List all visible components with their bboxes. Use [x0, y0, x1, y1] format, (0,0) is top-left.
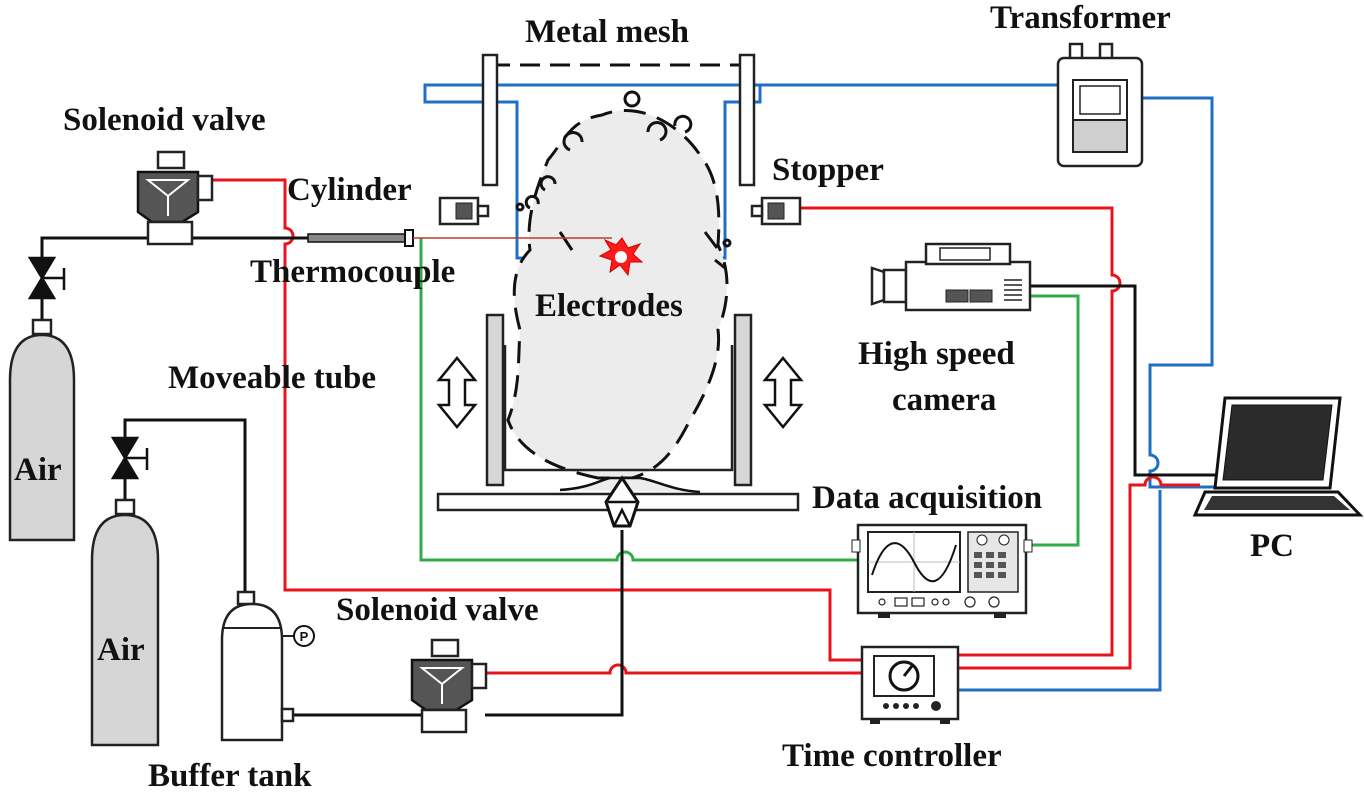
solenoid-valve-bottom-device	[410, 638, 488, 734]
tube-wall-right	[733, 313, 753, 487]
label-stopper: Stopper	[772, 152, 884, 188]
buffer-tank-device: P	[220, 590, 315, 742]
pressure-gauge-icon	[293, 625, 315, 647]
label-time-controller: Time controller	[782, 738, 1002, 774]
metal-mesh-frame	[481, 53, 756, 187]
wire-stopper	[800, 206, 1122, 657]
label-moveable-tube: Moveable tube	[168, 360, 376, 396]
double-arrow-right-icon	[762, 356, 804, 429]
flame-plume-base	[559, 476, 701, 494]
pressure-gauge-label: P	[300, 629, 309, 644]
pipe-camera-pc	[1030, 284, 1215, 477]
double-arrow-left-icon	[436, 356, 478, 429]
label-metal-mesh: Metal mesh	[525, 14, 689, 50]
valve-1-icon	[27, 256, 66, 300]
green-wires	[419, 238, 1080, 562]
label-electrodes: Electrodes	[535, 288, 683, 324]
label-thermocouple: Thermocouple	[250, 254, 455, 290]
wire-camera-daq	[1025, 294, 1080, 547]
tube-wall-left	[485, 313, 505, 487]
cylinder-device	[438, 196, 490, 226]
wire-valve-bottom	[485, 663, 862, 675]
spark-icon	[598, 237, 644, 277]
high-speed-camera-device	[870, 242, 1032, 312]
burner-nozzle	[604, 475, 640, 528]
flame-bubbles	[515, 90, 732, 270]
tube-inner	[503, 345, 734, 472]
air-bottle-2	[90, 436, 160, 747]
air-bottle-1	[8, 256, 76, 542]
label-high-speed-camera-2: camera	[892, 382, 996, 418]
pipe-valve-nozzle	[485, 530, 624, 717]
wire-transformer-pc	[1142, 96, 1225, 489]
wire-timecontroller-pc	[958, 490, 1162, 692]
time-controller-device	[860, 645, 960, 724]
mesh-post-right	[738, 53, 756, 187]
label-solenoid-valve-bottom: Solenoid valve	[336, 592, 539, 628]
transformer-device	[1056, 42, 1144, 168]
data-acquisition-device	[851, 523, 1033, 618]
label-buffer-tank: Buffer tank	[148, 758, 312, 792]
mesh-post-left	[481, 53, 499, 187]
label-cylinder: Cylinder	[287, 172, 412, 208]
pipe-air-valve	[40, 236, 308, 330]
label-high-speed-camera-1: High speed	[858, 336, 1015, 372]
label-pc: PC	[1250, 528, 1294, 564]
pc-laptop-device	[1192, 396, 1364, 517]
flame-cloud	[506, 109, 729, 480]
solenoid-valve-top-device	[136, 150, 214, 246]
valve-2-icon	[110, 436, 149, 480]
label-transformer: Transformer	[990, 0, 1171, 36]
label-data-acquisition: Data acquisition	[812, 480, 1042, 516]
wire-tc-pc	[958, 475, 1200, 670]
label-air-2: Air	[97, 632, 145, 668]
label-air-1: Air	[14, 452, 62, 488]
thermocouple-probe	[307, 229, 612, 247]
stopper-device	[750, 196, 802, 226]
label-solenoid-valve-top: Solenoid valve	[63, 102, 266, 138]
wire-thermocouple-daq	[419, 238, 858, 562]
